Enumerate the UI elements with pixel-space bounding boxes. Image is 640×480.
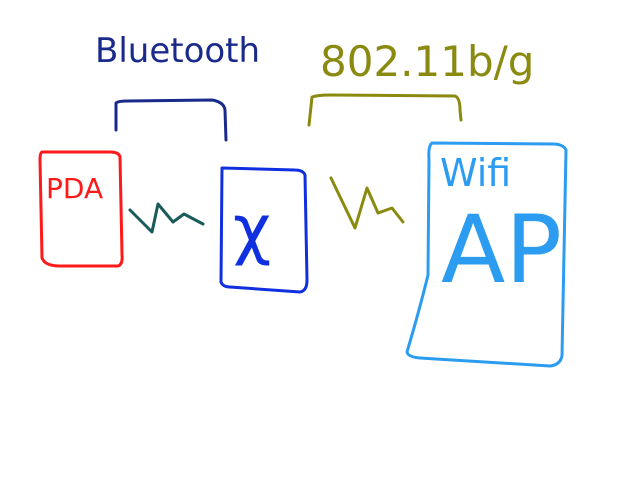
ap-main-label: AP bbox=[441, 196, 562, 305]
device-symbol: χ bbox=[233, 191, 271, 268]
wifi-bracket bbox=[307, 93, 463, 127]
bt-link-zigzag-icon bbox=[128, 202, 205, 234]
pda-label: PDA bbox=[46, 172, 103, 205]
wifi-link-zigzag-icon bbox=[329, 176, 405, 230]
ap-top-label: Wifi bbox=[440, 151, 511, 195]
ap-box bbox=[405, 141, 568, 368]
bluetooth-label: Bluetooth bbox=[95, 31, 260, 71]
bluetooth-bracket bbox=[114, 98, 228, 142]
pda-box bbox=[38, 150, 124, 268]
device-box bbox=[219, 166, 309, 294]
wifi-standard-label: 802.11b/g bbox=[320, 37, 534, 86]
